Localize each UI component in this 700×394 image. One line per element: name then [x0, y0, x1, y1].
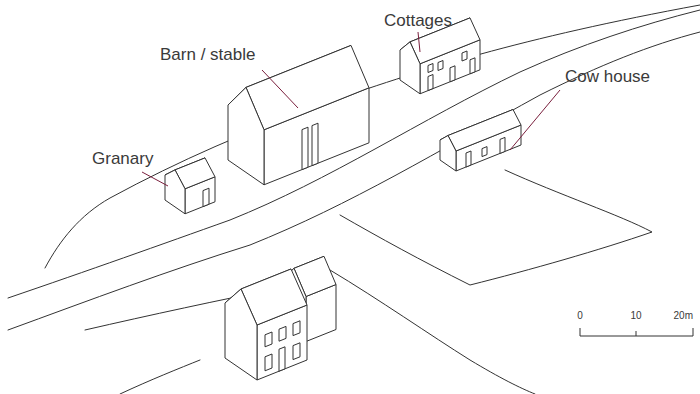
opening	[438, 61, 443, 71]
scale-number: 10	[630, 310, 641, 321]
field-boundary	[120, 360, 200, 394]
leader-line	[142, 172, 168, 186]
building-label: Cow house	[565, 68, 650, 87]
leader-line	[418, 32, 420, 52]
opening	[428, 75, 433, 91]
opening	[293, 343, 300, 360]
opening	[265, 332, 272, 347]
opening	[500, 137, 505, 153]
opening	[462, 51, 467, 61]
gable-end	[228, 87, 264, 184]
opening	[470, 58, 475, 74]
building-label: Granary	[92, 150, 153, 169]
opening	[466, 151, 471, 167]
field-boundary	[45, 5, 700, 268]
opening	[450, 66, 455, 82]
leader-line	[262, 70, 298, 108]
roof	[246, 45, 369, 129]
gable-end	[440, 136, 456, 172]
gable-end	[400, 42, 420, 94]
scale-bar	[580, 328, 693, 336]
road-edge	[8, 10, 700, 298]
opening	[279, 347, 285, 371]
opening	[265, 354, 272, 371]
roof	[448, 110, 521, 152]
opening	[302, 127, 308, 169]
scale-number: 0	[577, 310, 583, 321]
gable-end	[165, 170, 185, 214]
field-boundary	[340, 170, 652, 285]
field-boundary	[330, 270, 535, 394]
scale-number: 20m	[674, 310, 693, 321]
leader-line	[510, 90, 560, 150]
building-label: Barn / stable	[160, 46, 255, 65]
opening	[312, 123, 318, 165]
opening	[482, 147, 487, 157]
building-label: Cottages	[384, 12, 452, 31]
opening	[279, 326, 286, 341]
gable-end	[225, 289, 257, 380]
opening	[203, 188, 209, 206]
opening	[428, 64, 433, 73]
opening	[293, 321, 300, 336]
